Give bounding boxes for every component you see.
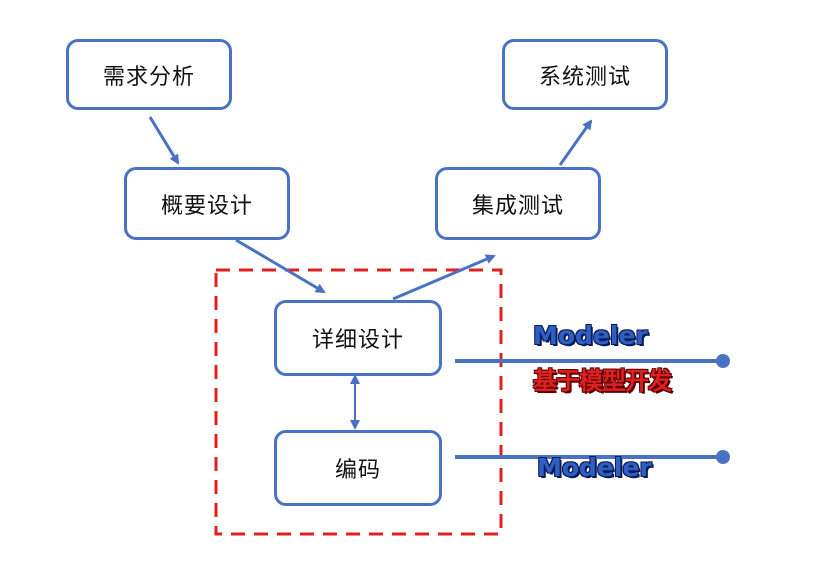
arrow-preliminary-to-detailed <box>235 238 326 294</box>
node-integration-test-label: 集成测试 <box>471 193 564 219</box>
arrow-requirements-to-preliminary <box>148 116 180 165</box>
node-coding: 编码 <box>274 430 442 506</box>
callout-dot-detailed-design <box>716 354 730 368</box>
annotation-detailed-design-method: 基于模型开发 <box>533 367 672 395</box>
node-preliminary-design: 概要设计 <box>124 167 290 240</box>
node-coding-label: 编码 <box>334 458 381 483</box>
arrow-integration-to-system <box>558 119 593 166</box>
annotation-detailed-design-tool: Modeler <box>533 321 648 350</box>
node-system-test: 系统测试 <box>502 39 668 110</box>
arrow-detailed-to-integration <box>392 254 496 301</box>
node-requirements-analysis: 需求分析 <box>66 39 232 110</box>
node-system-test-label: 系统测试 <box>538 64 631 90</box>
annotation-coding-tool: Modeler <box>537 453 652 482</box>
node-integration-test: 集成测试 <box>435 167 601 240</box>
dashed-region-border <box>214 268 503 536</box>
node-detailed-design: 详细设计 <box>274 300 442 376</box>
node-detailed-design-label: 详细设计 <box>311 328 404 353</box>
node-requirements-analysis-label: 需求分析 <box>102 64 195 90</box>
callout-dot-coding <box>716 450 730 464</box>
node-preliminary-design-label: 概要设计 <box>160 193 253 219</box>
